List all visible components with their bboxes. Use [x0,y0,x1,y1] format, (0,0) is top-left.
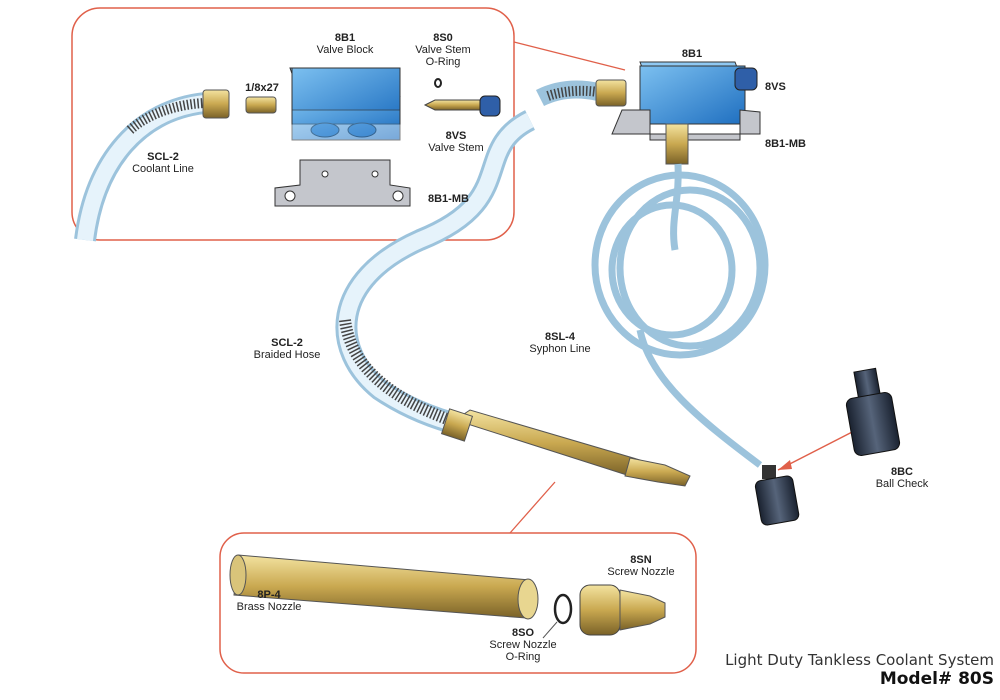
brass-nozzle-inset [229,554,539,620]
brass-nozzle-assembled [440,408,691,487]
syphon-line [591,163,769,468]
valve-block-inset [289,67,401,141]
label-bracket-assembled: 8B1-MB [765,138,806,150]
label-fitting: 1/8x27 [245,82,279,94]
title-model: Model# 80S [879,669,994,689]
label-stem-assembled: 8VS [765,81,786,93]
valve-block-assembled [611,61,761,165]
label-bracket-inset: 8B1-MB [428,193,469,205]
ball-check-assembled [754,465,800,526]
screw-nozzle-oring [553,593,573,625]
ball-check-detail [845,367,901,456]
inset-nozzle-callout [219,532,697,674]
bracket-inset [274,159,411,207]
label-block-assembled: 8B1 [681,48,703,60]
screw-nozzle-inset [579,584,666,636]
title-line1: Light Duty Tankless Coolant System [725,651,994,669]
diagram-title: Light Duty Tankless Coolant System Model… [725,651,994,689]
